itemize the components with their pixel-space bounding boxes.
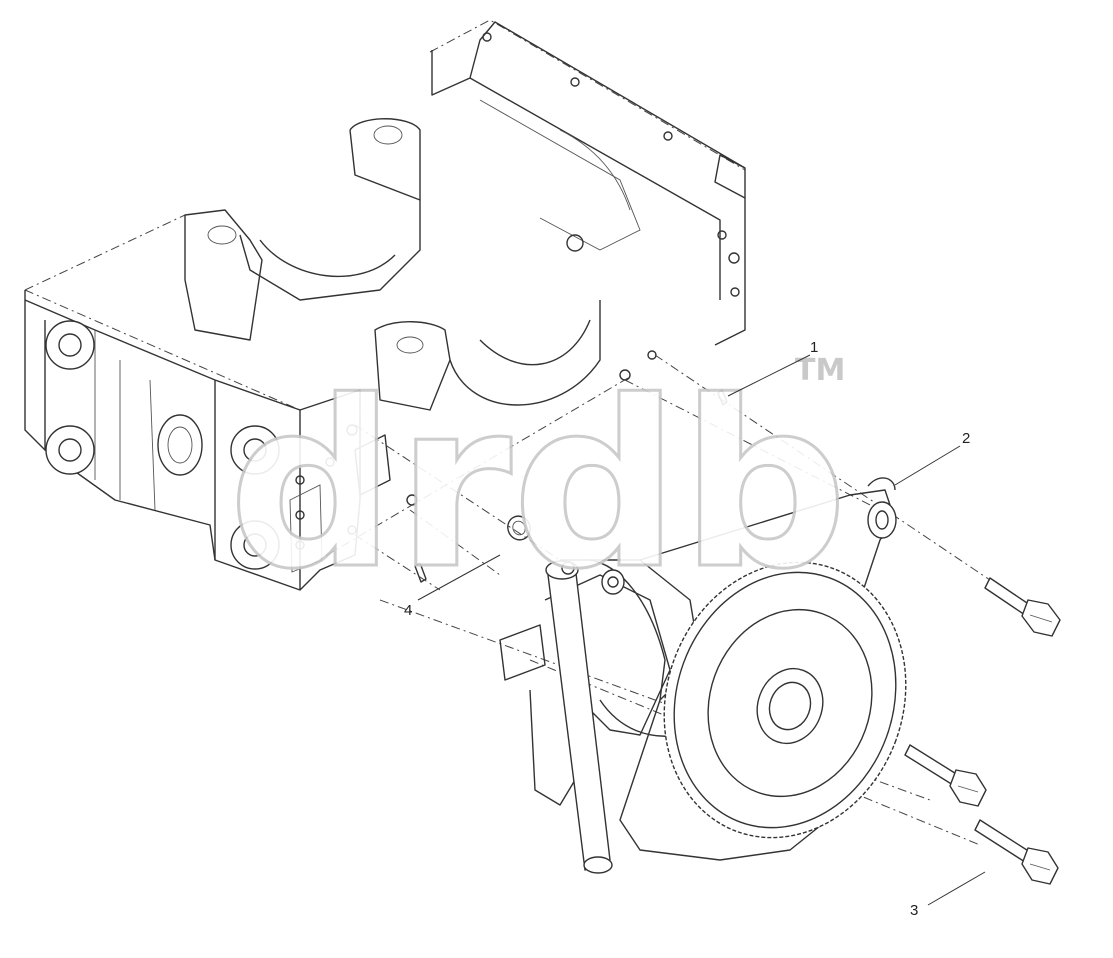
o-ring <box>507 515 531 541</box>
block-boss-lower-left <box>45 425 95 475</box>
block-boss-upper-left <box>45 320 95 370</box>
callout-3-label: 3 <box>910 902 918 919</box>
callout-4-label: 4 <box>404 602 412 619</box>
drive-gear <box>663 561 907 839</box>
callout-3: 3 <box>910 871 986 919</box>
watermark: drdb TM <box>227 352 850 622</box>
callout-4: 4 <box>404 554 501 619</box>
oil-pump-assembly <box>499 477 907 874</box>
callout-2: 2 <box>894 430 970 486</box>
hex-bolt-middle <box>904 744 987 807</box>
block-boss-lower-right <box>230 520 280 570</box>
callout-2-label: 2 <box>962 430 970 447</box>
callout-1-label: 1 <box>810 339 818 356</box>
block-boss-upper-right <box>230 425 280 475</box>
hex-bolt-upper <box>984 577 1061 637</box>
assembly-centre-lines <box>309 354 991 846</box>
engine-block <box>24 19 746 591</box>
hex-bolt-lower <box>974 819 1059 885</box>
pickup-tube <box>545 560 625 874</box>
callout-1: 1 <box>727 339 818 397</box>
watermark-text: drdb <box>228 353 848 620</box>
